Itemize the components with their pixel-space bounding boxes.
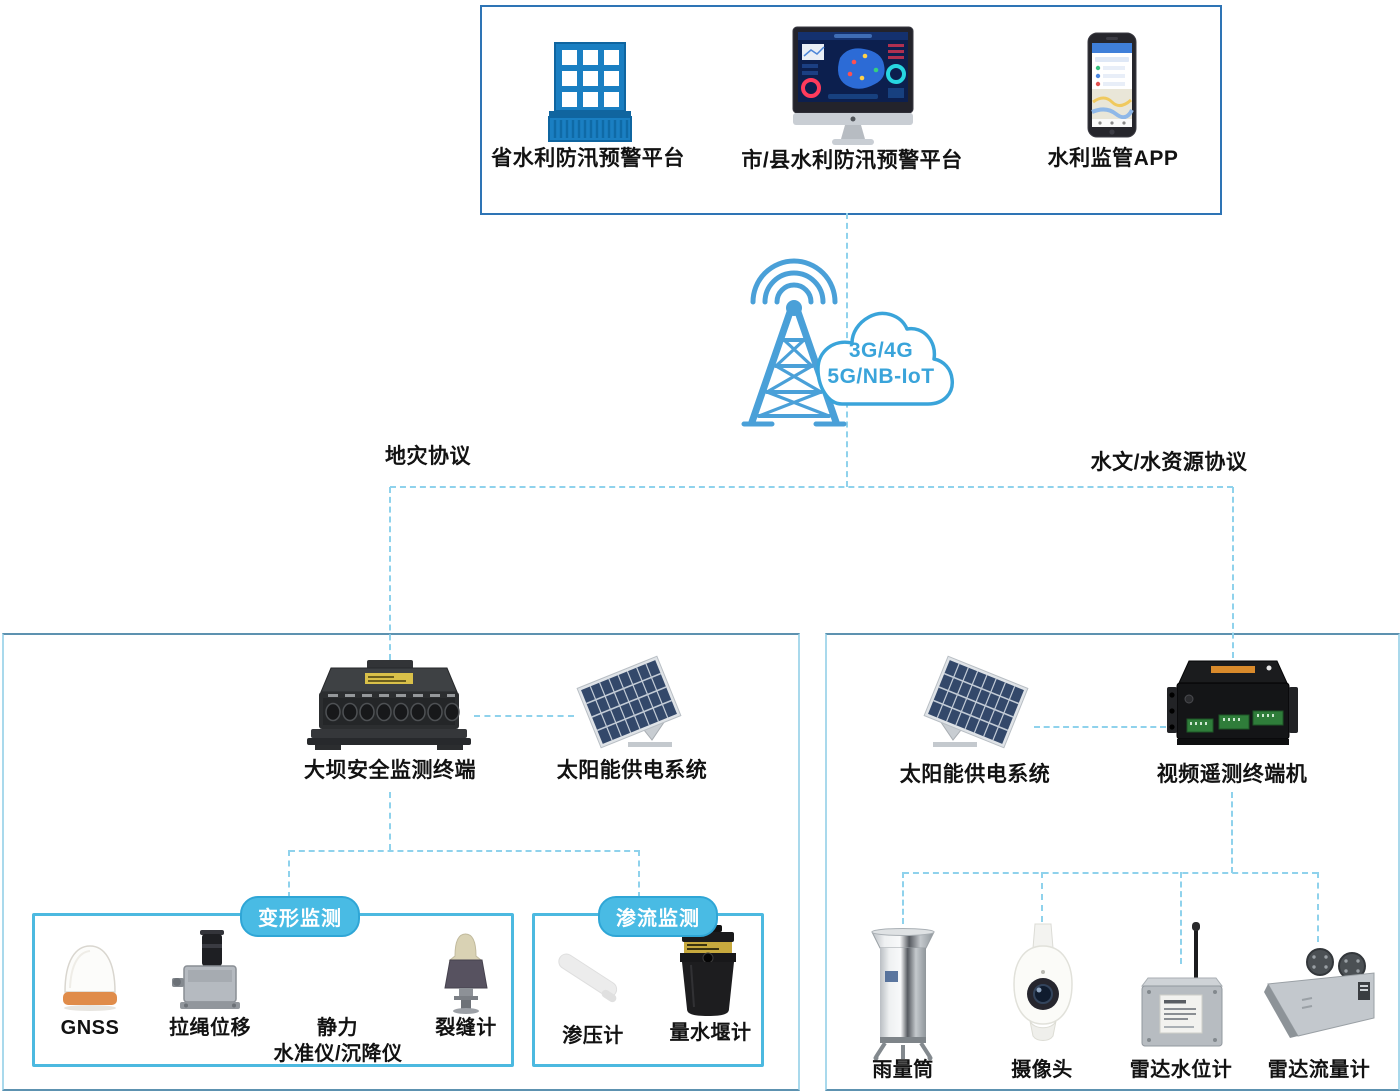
video-telemetry-terminal-device	[1167, 660, 1298, 745]
connector-dam-terminal-down	[389, 792, 391, 850]
sensor-label-rain-gauge: 雨量筒	[872, 1059, 934, 1081]
sensor-label-radar-level: 雷达水位计	[1129, 1059, 1233, 1081]
connector-dam-branch	[289, 850, 640, 852]
sensor-label-weir-meter: 量水堰计	[669, 1022, 752, 1044]
sensor-label-radar-flow: 雷达流量计	[1267, 1059, 1371, 1081]
building-icon	[548, 42, 632, 142]
hydro-terminal-label: 视频遥测终端机	[1156, 763, 1308, 786]
platform-label-city-county: 市/县水利防汛预警平台	[741, 149, 963, 172]
cloud-line1: 3G/4G	[848, 339, 914, 362]
platform-label-app: 水利监管APP	[1047, 147, 1179, 170]
network-cloud-label: 3G/4G 5G/NB-IoT	[812, 338, 950, 390]
connector-dam-terminal-solar	[474, 715, 574, 717]
connector-hydro-terminal-down	[1231, 792, 1233, 873]
connector-right-drop	[1232, 487, 1234, 658]
seepage-group-pill: 渗流监测	[598, 896, 718, 937]
dam-solar-panel-icon	[576, 655, 682, 749]
connector-seepage-stub	[638, 850, 640, 898]
ptz-camera-icon	[1013, 923, 1073, 1041]
sensor-label-static-level-line2: 水准仪/沉降仪	[273, 1043, 403, 1065]
connector-hydro-solar-terminal	[1034, 726, 1166, 728]
rain-gauge-icon	[871, 928, 935, 1061]
hydro-station-box	[825, 633, 1400, 1091]
sensor-label-gnss: GNSS	[60, 1017, 120, 1039]
connector-main-horizontal	[390, 486, 1233, 488]
sensor-label-static-level-line1: 静力	[317, 1017, 358, 1039]
sensor-label-pull-wire: 拉绳位移	[169, 1017, 251, 1039]
connector-camera-stub	[1041, 872, 1043, 922]
radar-flow-meter-icon	[1264, 948, 1375, 1038]
sensor-label-crack-meter: 裂缝计	[435, 1017, 497, 1039]
connector-left-drop	[389, 487, 391, 660]
connector-hydro-branch	[903, 872, 1318, 874]
connector-radar-flow-stub	[1317, 872, 1319, 942]
piezometer-icon	[558, 953, 618, 1003]
connector-rain-gauge-stub	[902, 872, 904, 924]
hydro-solar-panel-icon	[923, 655, 1029, 749]
weir-meter-icon	[680, 925, 736, 1016]
sensor-label-camera: 摄像头	[1011, 1059, 1073, 1081]
dam-solar-label: 太阳能供电系统	[556, 759, 708, 782]
smartphone-app-icon	[1087, 32, 1137, 138]
protocol-label-left: 地灾协议	[385, 445, 471, 468]
hydro-solar-label: 太阳能供电系统	[899, 763, 1051, 786]
dam-terminal-label: 大坝安全监测终端	[304, 759, 476, 782]
deformation-group-pill: 变形监测	[240, 896, 360, 937]
protocol-label-right: 水文/水资源协议	[1090, 451, 1248, 474]
pull-wire-displacement-icon	[172, 930, 240, 1009]
connector-deformation-stub	[288, 850, 290, 898]
connector-radar-level-stub	[1180, 872, 1182, 964]
monitor-dashboard-icon	[792, 26, 914, 145]
platform-label-province: 省水利防汛预警平台	[491, 147, 685, 170]
network-cloud-icon	[816, 311, 954, 406]
dam-terminal-device	[307, 660, 471, 750]
sensor-label-piezometer: 渗压计	[562, 1025, 624, 1047]
gnss-antenna-icon	[63, 945, 117, 1011]
radar-level-meter-icon	[1141, 922, 1223, 1047]
cloud-line2: 5G/NB-IoT	[827, 365, 935, 388]
platform-box	[480, 5, 1222, 215]
crack-meter-icon	[444, 933, 488, 1014]
radio-tower-icon	[741, 258, 847, 427]
dam-station-box	[2, 633, 800, 1091]
